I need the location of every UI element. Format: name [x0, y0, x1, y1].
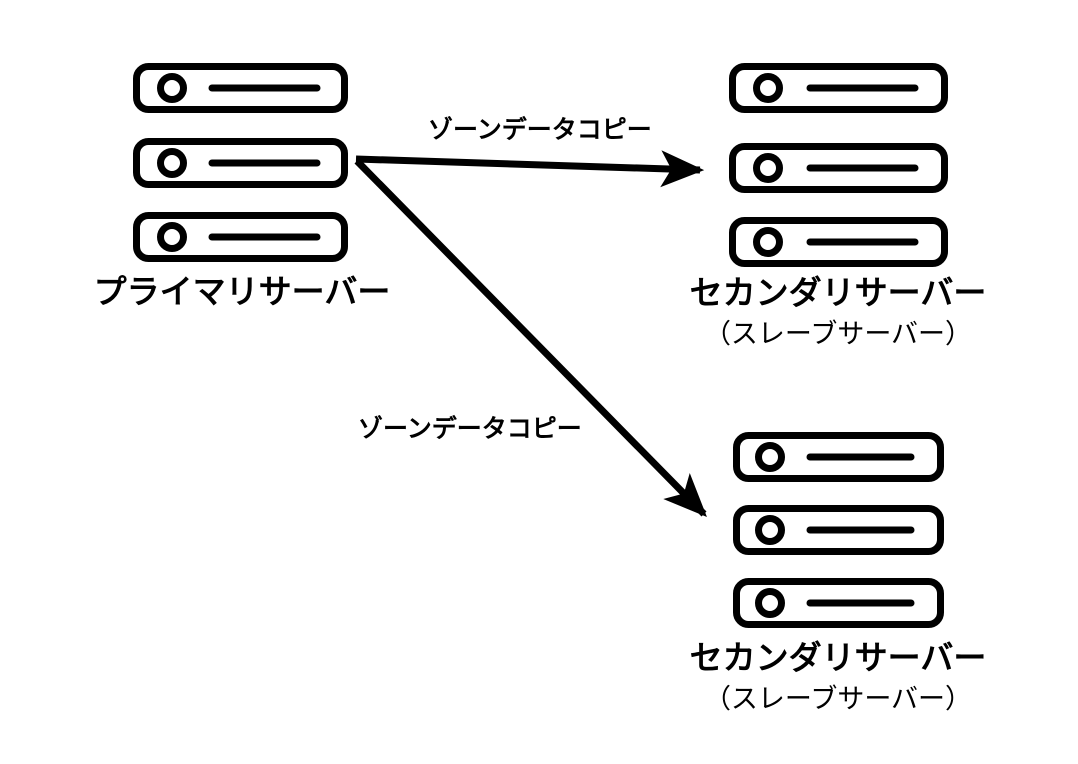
- server-unit: [133, 138, 348, 188]
- server-unit: [733, 578, 944, 628]
- server-unit: [733, 505, 944, 555]
- edge-label-copy-to-secondary-top: ゾーンデータコピー: [428, 116, 652, 144]
- server-rack-primary[interactable]: [133, 63, 348, 262]
- node-sublabel-secondary-top: （スレーブサーバー）: [703, 319, 973, 349]
- arrow-copy-to-secondary-top: [355, 150, 705, 188]
- node-sublabel-secondary-bottom: （スレーブサーバー）: [703, 684, 973, 714]
- server-unit: [133, 63, 348, 113]
- server-rack-secondary-bottom[interactable]: [733, 432, 944, 628]
- node-label-secondary-top: セカンダリサーバー: [689, 274, 987, 311]
- arrow-copy-to-secondary-bottom: [354, 158, 707, 517]
- server-unit: [729, 143, 948, 193]
- node-label-primary: プライマリサーバー: [93, 273, 391, 310]
- server-unit: [729, 217, 948, 267]
- edge-label-copy-to-secondary-bottom: ゾーンデータコピー: [358, 415, 582, 443]
- node-label-secondary-bottom: セカンダリサーバー: [689, 639, 987, 676]
- server-unit: [729, 63, 948, 113]
- server-unit: [133, 212, 348, 262]
- server-rack-secondary-top[interactable]: [729, 63, 948, 267]
- server-unit: [733, 432, 944, 482]
